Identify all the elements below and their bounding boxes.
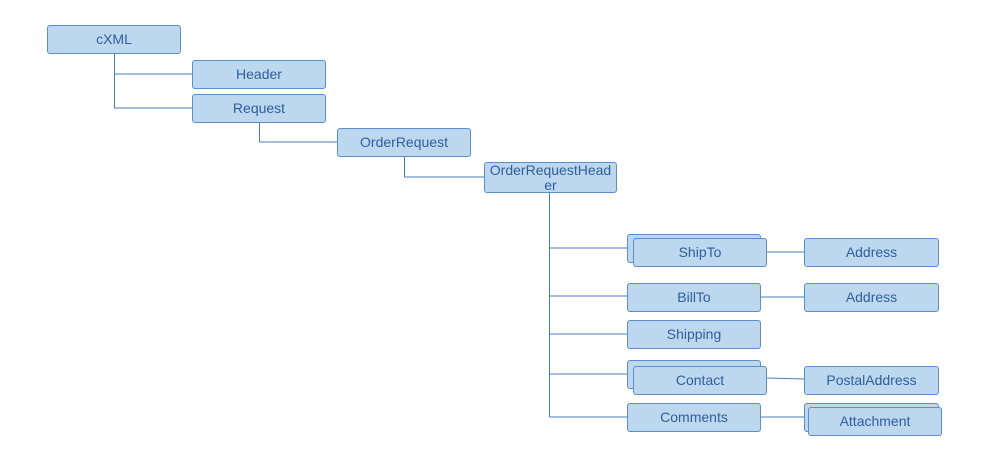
connector-orderrequest-orderrequestheader	[404, 157, 484, 178]
node-shipping[interactable]: Shipping	[627, 320, 761, 349]
node-orderrequest[interactable]: OrderRequest	[337, 128, 471, 157]
node-attachment[interactable]: Attachment	[808, 407, 942, 436]
connector-cxml-header	[114, 53, 192, 75]
node-contact[interactable]: Contact	[633, 366, 767, 395]
node-comments[interactable]: Comments	[627, 403, 761, 432]
node-request[interactable]: Request	[192, 94, 326, 123]
node-shipto[interactable]: ShipTo	[633, 238, 767, 267]
node-orderrequestheader[interactable]: OrderRequestHeader	[484, 162, 617, 193]
node-shipto-address[interactable]: Address	[804, 238, 939, 267]
node-postaladdress[interactable]: PostalAddress	[804, 366, 939, 395]
node-billto[interactable]: BillTo	[627, 283, 761, 312]
connector-contact-postaladdress	[766, 377, 805, 380]
connector-request-orderrequest	[259, 123, 337, 143]
node-header[interactable]: Header	[192, 60, 326, 89]
node-cxml[interactable]: cXML	[47, 25, 181, 54]
connector-cxml-request	[114, 74, 192, 109]
node-billto-address[interactable]: Address	[804, 283, 939, 312]
